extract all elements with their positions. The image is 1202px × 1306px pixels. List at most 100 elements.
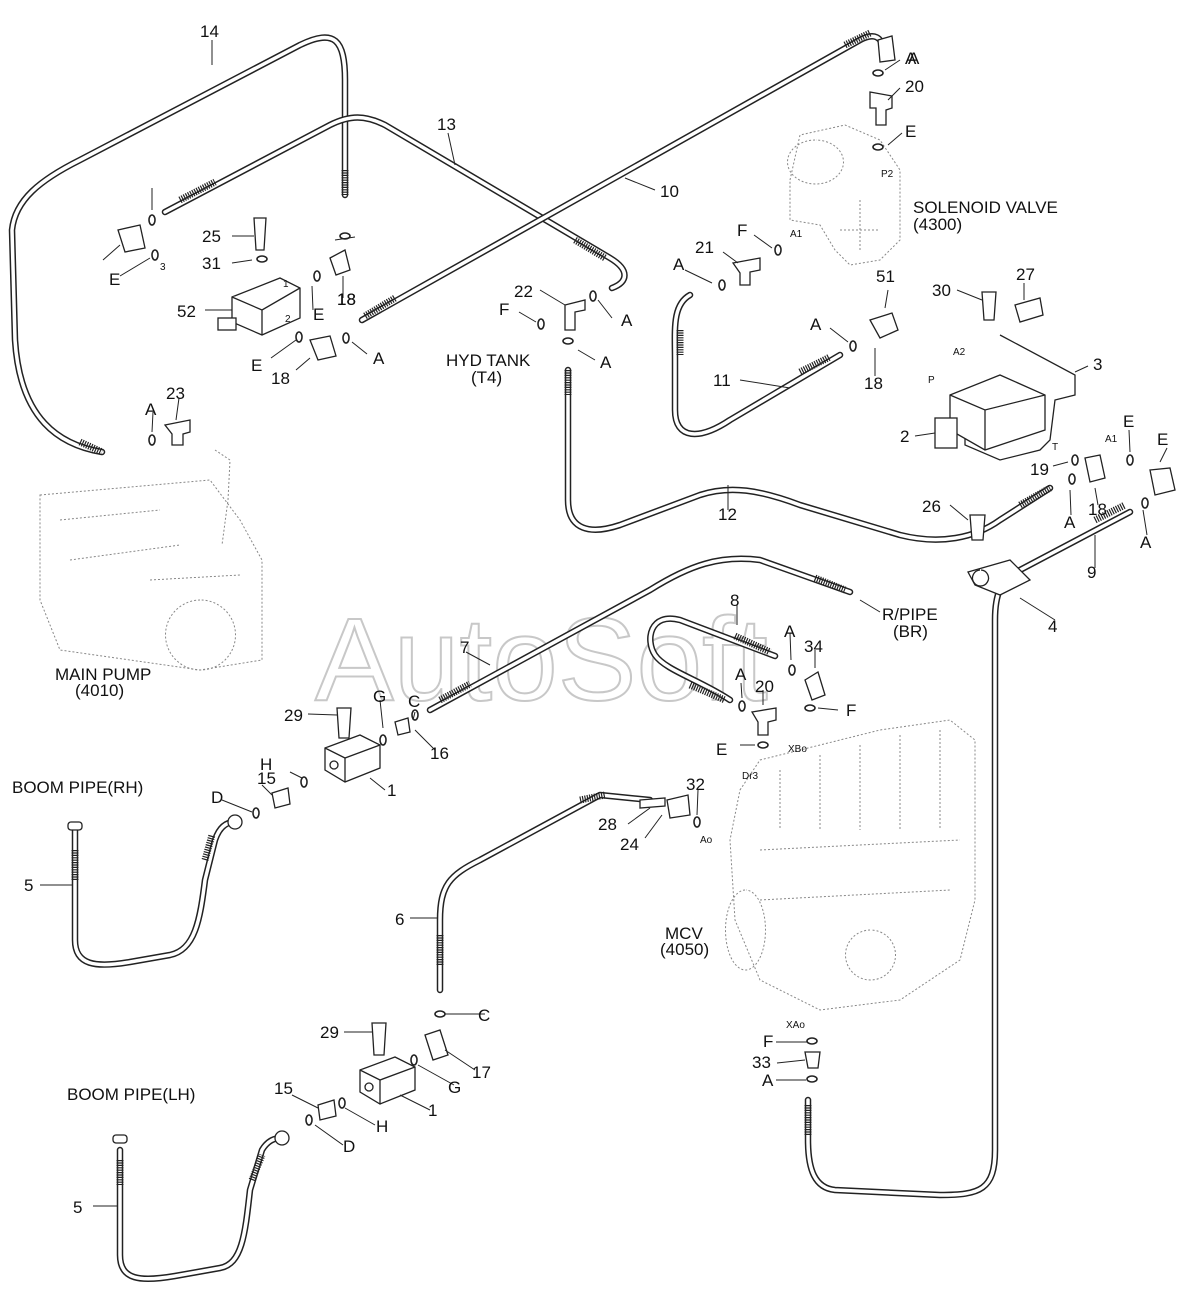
svg-text:3: 3 <box>160 262 166 273</box>
port-label: A1 <box>790 229 803 240</box>
block-52: 1 2 3 <box>160 262 301 336</box>
svg-text:2: 2 <box>285 314 291 325</box>
callout-17: 17 <box>472 1063 491 1082</box>
callout-25: 25 <box>202 227 221 246</box>
port-label: P2 <box>881 169 894 180</box>
callout-27: 27 <box>1016 265 1035 284</box>
callout-e: E <box>251 356 262 375</box>
port-label: XAo <box>786 1020 805 1031</box>
callout-52: 52 <box>177 302 196 321</box>
callout-a: A <box>673 255 685 274</box>
callout-f: F <box>763 1032 773 1051</box>
callout-g: G <box>373 687 386 706</box>
port-label: P <box>928 375 935 386</box>
callout-26: 26 <box>922 497 941 516</box>
hose-5-lh <box>116 1134 286 1283</box>
callout-a: A <box>784 622 796 641</box>
callout-a: A <box>621 311 633 330</box>
callout-12: 12 <box>718 505 737 524</box>
callout-30: 30 <box>932 281 951 300</box>
callout-e: E <box>313 305 324 324</box>
fittings <box>67 35 1176 1146</box>
port-label: A1 <box>1105 434 1118 445</box>
callout-22: 22 <box>514 282 533 301</box>
callout-5: 5 <box>24 876 33 895</box>
callout-h: H <box>376 1117 388 1136</box>
callout-23: 23 <box>166 384 185 403</box>
block-1-lower <box>359 1056 416 1105</box>
hose-5-rh <box>71 818 239 968</box>
hose-7 <box>426 555 854 714</box>
main-pump-label: MAIN PUMP <box>55 665 151 684</box>
component-labels: SOLENOID VALVE (4300) HYD TANK (T4) MAIN… <box>12 198 1058 1104</box>
leader-lines <box>40 40 1168 1207</box>
callout-f: F <box>737 221 747 240</box>
callout-34: 34 <box>804 637 823 656</box>
callout-3: 3 <box>1093 355 1102 374</box>
callout-24: 24 <box>620 835 639 854</box>
callout-16: 16 <box>430 744 449 763</box>
callout-14: 14 <box>200 22 219 41</box>
hose-8 <box>647 615 779 704</box>
callout-15: 15 <box>257 769 276 788</box>
hose-crimps <box>71 29 1127 1185</box>
callout-18: 18 <box>1088 500 1107 519</box>
callout-18: 18 <box>337 290 356 309</box>
boom-pipe-lh-label: BOOM PIPE(LH) <box>67 1085 195 1104</box>
r-pipe-code: (BR) <box>893 622 928 641</box>
callout-1: 1 <box>387 781 396 800</box>
o-rings <box>148 69 1149 1126</box>
solenoid-valve-label: SOLENOID VALVE <box>913 198 1058 217</box>
callout-d: D <box>211 788 223 807</box>
mcv-label: MCV <box>665 924 703 943</box>
hose-13 <box>161 114 628 292</box>
callout-29: 29 <box>284 706 303 725</box>
callout-a: A <box>1140 533 1152 552</box>
hose-6 <box>436 791 654 994</box>
callout-8: 8 <box>730 591 739 610</box>
hose-11 <box>671 291 844 438</box>
callout-10: 10 <box>660 182 679 201</box>
callout-15: 15 <box>274 1079 293 1098</box>
callout-18: 18 <box>271 369 290 388</box>
callout-19: 19 <box>1030 460 1049 479</box>
callout-a: A <box>908 49 920 68</box>
callout-7: 7 <box>460 638 469 657</box>
callout-31: 31 <box>202 254 221 273</box>
callout-20: 20 <box>755 677 774 696</box>
callout-28: 28 <box>598 815 617 834</box>
callout-51: 51 <box>876 267 895 286</box>
callout-a: A <box>600 353 612 372</box>
callout-a: A <box>373 349 385 368</box>
callout-32: 32 <box>686 775 705 794</box>
main-pump-code: (4010) <box>75 681 124 700</box>
callout-9: 9 <box>1087 563 1096 582</box>
solenoid-valve-code: (4300) <box>913 215 962 234</box>
callout-33: 33 <box>752 1053 771 1072</box>
callout-e: E <box>1157 430 1168 449</box>
svg-text:1: 1 <box>283 279 289 290</box>
callout-29: 29 <box>320 1023 339 1042</box>
solenoid-valve-outline <box>787 124 901 266</box>
callout-1: 1 <box>428 1101 437 1120</box>
hose-9-and-4 <box>804 508 1134 1199</box>
watermark: AutoSoft <box>315 594 768 726</box>
port-label: Dr3 <box>742 771 759 782</box>
hose-14 <box>8 34 349 456</box>
r-pipe-label: R/PIPE <box>882 605 938 624</box>
callout-c: C <box>478 1006 490 1025</box>
callout-a: A <box>810 315 822 334</box>
callout-f: F <box>846 701 856 720</box>
mcv-outline <box>725 719 976 1011</box>
callout-a: A <box>735 665 747 684</box>
port-label: T <box>1052 442 1058 453</box>
callout-20: 20 <box>905 77 924 96</box>
callout-11: 11 <box>713 371 731 390</box>
callout-e: E <box>905 122 916 141</box>
callout-18: 18 <box>864 374 883 393</box>
callout-e: E <box>1123 412 1134 431</box>
block-1-upper <box>324 734 381 783</box>
port-label: XBo <box>788 744 807 755</box>
port-label: A2 <box>953 347 966 358</box>
callout-a: A <box>1064 513 1076 532</box>
